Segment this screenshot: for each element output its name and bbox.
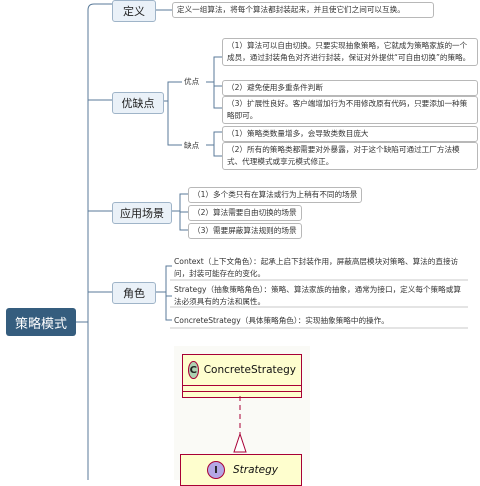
uml-concrete-strategy-class: C ConcreteStrategy (182, 354, 302, 398)
role-concrete-strategy: ConcreteStrategy（具体策略角色）：实现抽象策略中的操作。 (174, 316, 389, 325)
realization-arrow (233, 396, 247, 453)
branch-pros-cons[interactable]: 优缺点 (112, 92, 164, 114)
scenario-item-2: （2）算法需要自由切换的场景 (188, 205, 302, 221)
root-label: 策略模式 (14, 316, 67, 332)
roles-label: 角色 (123, 287, 145, 300)
scenario-item-3: （3）需要屏蔽算法规则的场景 (188, 223, 302, 239)
uml-strategy-interface: I Strategy (180, 454, 302, 486)
class-stereotype-icon: C (188, 361, 199, 379)
cons-item-1: （1）策略类数量增多，会导致类数目庞大 (222, 126, 478, 142)
strategy-interface-name: Strategy (233, 464, 278, 476)
definition-label: 定义 (123, 5, 145, 18)
root-node[interactable]: 策略模式 (6, 308, 76, 336)
cons-label: 缺点 (184, 141, 200, 150)
cons-item-2: （2）所有的策略类都需要对外暴露，对于这个缺陷可通过工厂方法模式、代理模式或享元… (222, 142, 478, 170)
pros-item-3: （3）扩展性良好。客户端增加行为不用修改原有代码，只要添加一种策略即可。 (222, 96, 478, 124)
interface-stereotype-icon: I (207, 461, 225, 479)
pros-item-1: （1）算法可以自由切换。只要实现抽象策略，它就成为策略家族的一个成员，通过封装角… (222, 38, 478, 66)
pros-cons-label: 优缺点 (121, 97, 155, 110)
branch-roles[interactable]: 角色 (112, 282, 156, 304)
scenario-item-1: （1）多个类只有在算法或行为上稍有不同的场景 (188, 187, 363, 203)
branch-definition[interactable]: 定义 (112, 0, 156, 22)
concrete-strategy-name: ConcreteStrategy (203, 364, 296, 376)
definition-text: 定义一组算法，将每个算法都封装起来，并且使它们之间可以互换。 (172, 2, 434, 18)
branch-scenarios[interactable]: 应用场景 (112, 202, 172, 224)
pros-label: 优点 (184, 77, 200, 86)
pros-item-2: （2）避免使用多重条件判断 (222, 80, 478, 96)
uml-class-diagram: C ConcreteStrategy I Strategy (174, 346, 310, 486)
role-context: Context（上下文角色）：起承上启下封装作用，屏蔽高层模块对策略、算法的直接… (174, 257, 459, 278)
scenarios-label: 应用场景 (120, 207, 164, 220)
role-strategy: Strategy（抽象策略角色）：策略、算法家族的抽象，通常为接口，定义每个策略… (174, 285, 461, 306)
